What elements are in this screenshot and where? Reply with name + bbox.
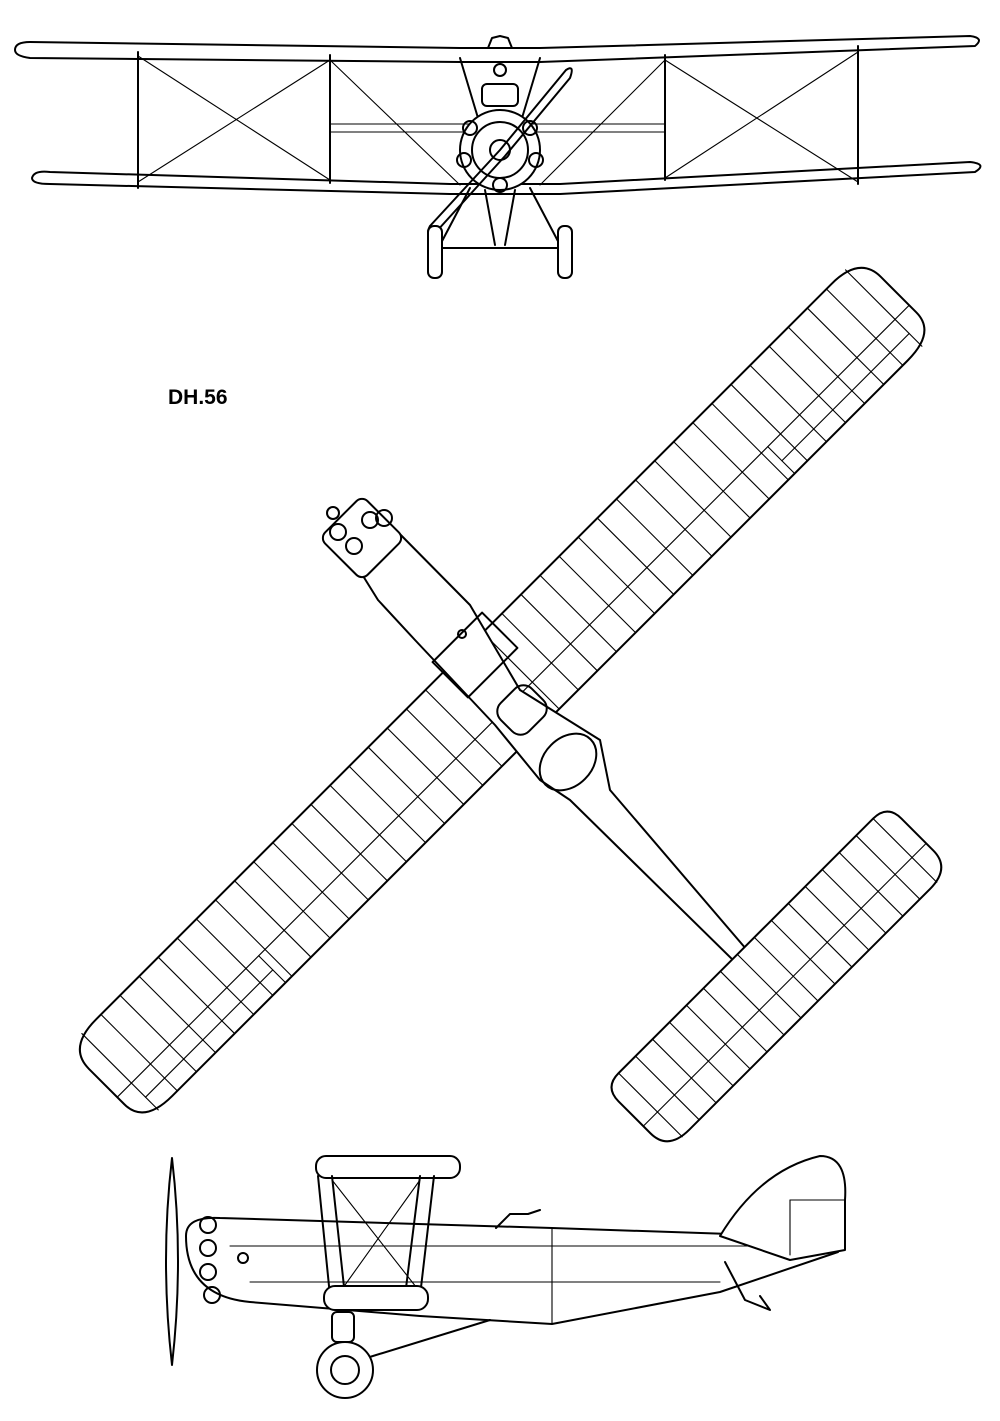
wing-rib-line [482, 632, 560, 710]
aircraft-designation: DH.56 [168, 386, 228, 409]
side-view [165, 1155, 847, 1399]
wing-rib-line [673, 441, 751, 519]
wing-rib-line [654, 460, 732, 538]
wing-rib-line [520, 593, 598, 672]
wing-rib-line [501, 612, 579, 691]
engine-side [199, 1216, 221, 1304]
wing-rib-line [770, 919, 836, 985]
wing-rib-line [253, 861, 331, 939]
upper-wing-side [315, 1155, 461, 1179]
wing-rib-line [838, 851, 904, 917]
wing-rib-line [386, 727, 465, 806]
undercarriage-front [427, 187, 573, 279]
wing-rib-line [634, 1055, 700, 1121]
wing-rib-line [596, 517, 675, 595]
top-view [78, 266, 943, 1143]
wing-rib-line [424, 689, 503, 767]
front-view [14, 35, 982, 279]
propeller-side [165, 1157, 179, 1366]
cabane-front [459, 35, 541, 119]
wing-rib-line [329, 784, 407, 863]
wing-rib-line [234, 880, 312, 958]
lower-wing-side [323, 1285, 429, 1311]
wing-rib-line [539, 574, 618, 653]
wing-rib-line [736, 953, 802, 1019]
wing-rib-line [618, 1072, 683, 1138]
wing-rib-line [787, 902, 853, 968]
upper-wing-front [14, 35, 980, 63]
wing-rib-line [615, 498, 694, 576]
fuselage-top [321, 497, 801, 1017]
wing-rib-line [348, 765, 427, 844]
wing-rib-line [651, 1038, 717, 1104]
wing-rib-line [668, 1021, 734, 1087]
wing-rib-line [214, 899, 293, 977]
wing-rib-line [711, 402, 789, 481]
radial-engine-front [456, 63, 544, 193]
wing-rib-line [367, 746, 446, 825]
wing-rib-line [577, 536, 656, 615]
wing-rib-line [634, 479, 713, 557]
wing-rib-line [291, 822, 369, 901]
wing-rib-line [405, 708, 484, 786]
wing-rib-line [558, 555, 637, 634]
wing-rib-line [310, 803, 388, 882]
gun-mount-side [495, 1209, 541, 1229]
fin-rudder-side [719, 1155, 847, 1261]
wing-rib-line [804, 885, 870, 951]
propeller-front [427, 67, 573, 235]
wing-rib-line [855, 834, 921, 900]
wing-rib-line [753, 936, 819, 1002]
lower-wing-front [31, 161, 982, 195]
undercarriage-side [316, 1309, 491, 1399]
wing-rib-line [692, 422, 770, 500]
wing-rib-line [272, 842, 350, 920]
struts-side [317, 1175, 435, 1297]
wing-rib-line [872, 818, 938, 883]
tailplane-top [610, 810, 943, 1143]
wing-rib-line [821, 868, 887, 934]
wing-rib-line [719, 970, 785, 1036]
wing-rib-line [685, 1004, 751, 1070]
wing-rib-line [702, 987, 768, 1053]
